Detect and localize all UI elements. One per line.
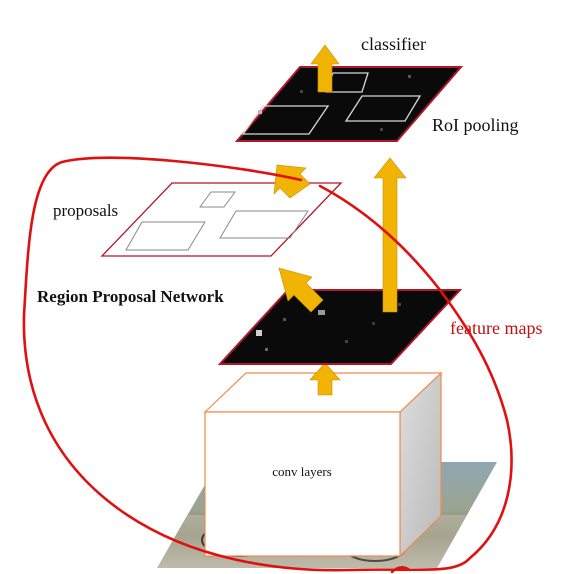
proposals-label: proposals	[53, 201, 118, 220]
conv-layers-cube	[203, 371, 443, 558]
proposals-plane	[100, 182, 343, 257]
rpn-annotation-loop	[22, 156, 513, 572]
rpn-annotation-tail	[390, 566, 412, 574]
arrow-roi-to-classifier	[310, 44, 340, 93]
feature-maps-plane	[217, 289, 463, 365]
classifier-label: classifier	[361, 34, 426, 54]
roi-pooling-plane	[234, 66, 464, 142]
arrow-proposals-to-roi	[273, 164, 311, 199]
conv-layers-label: conv layers	[272, 464, 332, 479]
feature-maps-label: feature maps	[450, 318, 542, 338]
rpn-label: Region Proposal Network	[37, 287, 224, 306]
arrow-rpn-to-proposals	[278, 267, 324, 313]
roi-pooling-label: RoI pooling	[432, 115, 519, 135]
image-label: image	[283, 542, 314, 556]
arrow-conv-to-feature-maps	[309, 362, 341, 396]
